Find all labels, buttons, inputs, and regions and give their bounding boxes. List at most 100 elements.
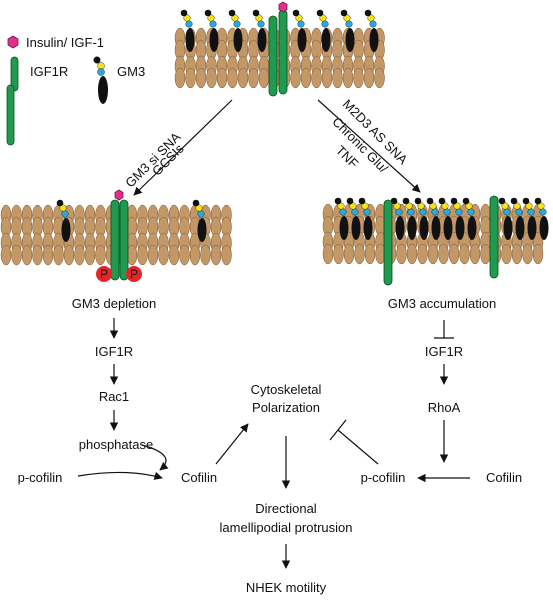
- gm3-ceramide: [419, 216, 429, 240]
- lipid-head: [227, 67, 238, 89]
- lipid-head: [11, 244, 22, 266]
- lipid-head: [343, 243, 355, 265]
- gm3-sugar-yellow: [349, 202, 357, 210]
- igf1r-right-icons: [383, 195, 499, 286]
- gm3-ceramide: [363, 216, 373, 240]
- lipid-head: [333, 243, 344, 265]
- gm3-ceramide: [527, 216, 537, 240]
- lipid-head: [532, 243, 544, 265]
- nhek-motility-label: NHEK motility: [246, 580, 327, 595]
- gm3-sialic-acid: [462, 197, 470, 205]
- lipid-head: [0, 244, 12, 266]
- gm3-ceramide: [515, 216, 525, 240]
- gm3-sialic-acid: [316, 9, 324, 17]
- gm3-sialic-acid: [438, 197, 446, 205]
- gm3-ceramide: [395, 216, 405, 240]
- gm3-sugar-yellow: [405, 202, 413, 210]
- gm3-sugar-blue: [407, 208, 415, 216]
- gm3-ceramide: [351, 216, 361, 240]
- gm3-sialic-acid: [414, 197, 422, 205]
- lipid-head: [195, 67, 207, 89]
- lamellipodial-label: lamellipodial protrusion: [220, 520, 353, 535]
- gm3-sugar-yellow: [367, 14, 375, 22]
- gm3-sugar-yellow: [337, 202, 345, 210]
- lipid-head: [522, 243, 533, 265]
- gm3-sugar-blue: [61, 210, 69, 218]
- lipid-head: [179, 244, 190, 266]
- gm3-ceramide: [197, 218, 207, 242]
- gm3-sialic-acid: [450, 197, 458, 205]
- legend-insulin-icon: [7, 35, 19, 49]
- igf1r-left-icon: P P: [96, 189, 142, 282]
- gm3-sugar-blue: [321, 20, 329, 28]
- gm3-sugar-yellow: [195, 204, 203, 212]
- gm3-sugar-yellow: [537, 202, 545, 210]
- lipid-head: [342, 67, 354, 89]
- polarization-label: Polarization: [252, 400, 320, 415]
- lipid-head: [469, 243, 481, 265]
- gm3-sugar-yellow: [295, 14, 303, 22]
- gm3-sugar-yellow: [525, 202, 533, 210]
- lipid-head: [95, 244, 106, 266]
- gm3-ceramide: [345, 28, 355, 52]
- gm3-sugar-yellow: [183, 14, 191, 22]
- lipid-head: [501, 243, 512, 265]
- gm3-sugar-blue: [503, 208, 511, 216]
- gm3-sugar-blue: [297, 20, 305, 28]
- insulin-igf1-bound-icon: [114, 189, 124, 201]
- lipid-head: [126, 244, 138, 266]
- gm3-sialic-acid: [510, 197, 518, 205]
- gm3-sialic-acid: [426, 197, 434, 205]
- gm3-molecules-top: [180, 9, 379, 52]
- gm3-sugar-blue: [351, 208, 359, 216]
- gm3-ceramide: [339, 216, 349, 240]
- directional-label: Directional: [255, 501, 317, 516]
- gm3-sialic-acid: [252, 9, 260, 17]
- rac1-label: Rac1: [99, 389, 129, 404]
- gm3-sialic-acid: [534, 197, 542, 205]
- lipid-head: [137, 244, 148, 266]
- lipid-head: [448, 243, 460, 265]
- gm3-sugar-yellow: [441, 202, 449, 210]
- gm3-sialic-acid: [56, 199, 64, 207]
- gm3-sugar-yellow: [513, 202, 521, 210]
- gm3-sugar-blue: [515, 208, 523, 216]
- gm3-sugar-yellow: [343, 14, 351, 22]
- gm3-sugar-blue: [527, 208, 535, 216]
- lipid-head: [84, 244, 96, 266]
- lipid-head: [168, 244, 180, 266]
- lipid-head: [480, 243, 491, 265]
- right-cofilin-label: Cofilin: [486, 470, 522, 485]
- gm3-sialic-acid: [498, 197, 506, 205]
- gm3-sialic-acid: [292, 9, 300, 17]
- arrow-phosphatase-to-dephosphorylation: [141, 444, 169, 471]
- phospho-left-icon: [96, 266, 112, 282]
- arrow-to-depletion: [133, 99, 233, 196]
- gm3-sialic-acid: [204, 9, 212, 17]
- lipid-head: [354, 243, 365, 265]
- inhibit-pcofilin-polarization: [337, 429, 379, 465]
- lipid-head: [200, 244, 211, 266]
- gm3-sugar-blue: [209, 20, 217, 28]
- lipid-head: [321, 67, 333, 89]
- gm3-ceramide: [467, 216, 477, 240]
- lipid-head: [417, 243, 428, 265]
- gm3-sugar-blue: [455, 208, 463, 216]
- gm3-sugar-blue: [369, 20, 377, 28]
- lipid-head: [290, 67, 301, 89]
- legend-igf1r-label: IGF1R: [30, 64, 68, 79]
- lipid-head: [216, 67, 228, 89]
- gm3-ceramide: [539, 216, 549, 240]
- left-cofilin-label: Cofilin: [181, 470, 217, 485]
- gm3-sugar-yellow: [465, 202, 473, 210]
- lipid-head: [189, 244, 201, 266]
- arrow-pcofilin-to-cofilin: [77, 471, 163, 480]
- lipid-head: [258, 67, 270, 89]
- gm3-ceramide: [257, 28, 267, 52]
- gm3-sialic-acid: [390, 197, 398, 205]
- gm3-sialic-acid: [364, 9, 372, 17]
- gm3-sugar-yellow: [319, 14, 327, 22]
- lipid-head: [158, 244, 169, 266]
- lipid-head: [300, 67, 312, 89]
- lipid-head: [353, 67, 364, 89]
